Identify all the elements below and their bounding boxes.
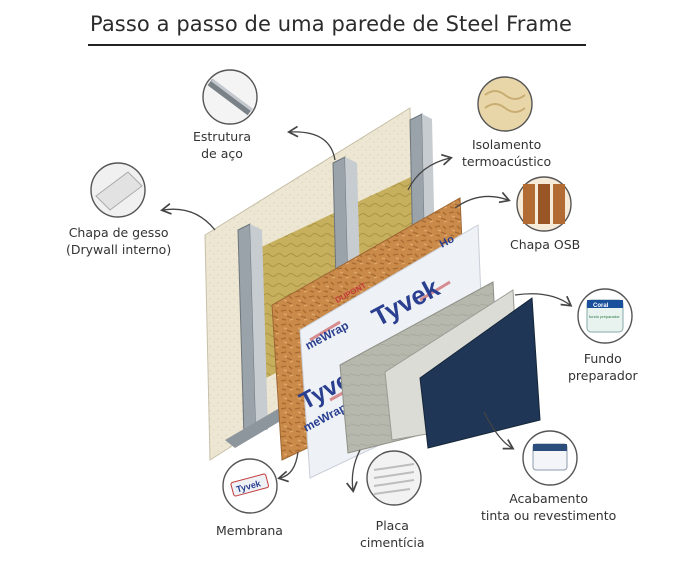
label-chapa-osb: Chapa OSB — [510, 237, 581, 252]
thumb-chapa-osb — [516, 176, 572, 232]
thumb-isolamento — [477, 76, 533, 132]
thumb-estrutura — [202, 69, 258, 125]
thumb-fundo: Coral fundo preparador — [577, 288, 633, 344]
label-membrana: Membrana — [216, 523, 283, 538]
thumb-chapa-gesso — [90, 162, 146, 218]
thumb-placa — [366, 450, 422, 506]
diagram-title: Passo a passo de uma parede de Steel Fra… — [90, 12, 573, 36]
thumb-fundo-product: fundo preparador — [589, 314, 620, 319]
title-underline — [88, 44, 586, 46]
thumb-acabamento — [522, 430, 578, 486]
thumb-membrana: Tyvek — [222, 458, 278, 514]
thumb-fundo-brand: Coral — [593, 303, 609, 309]
leader-arrows — [160, 125, 573, 493]
label-chapa-gesso: Chapa de gesso(Drywall interno) — [66, 225, 172, 257]
finish-layer — [419, 297, 541, 449]
